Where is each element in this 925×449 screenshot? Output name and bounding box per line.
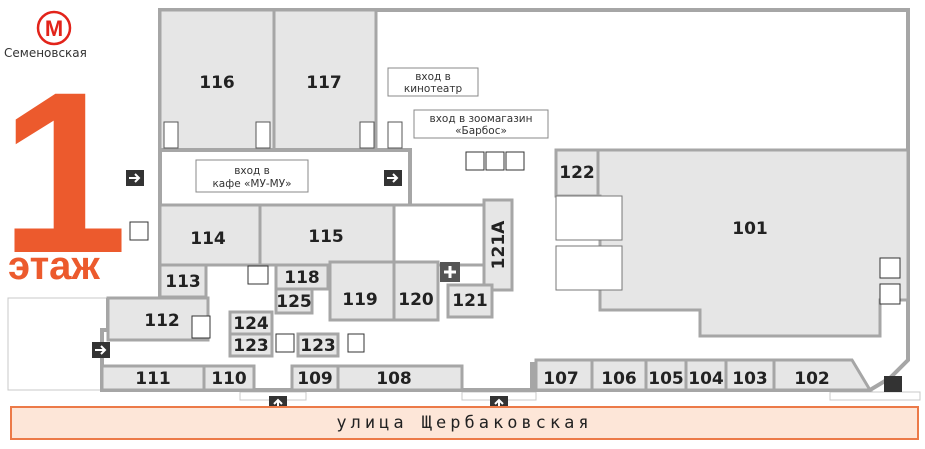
svg-text:«Барбос»: «Барбос» [455,125,507,137]
unit-123-left[interactable] [228,332,274,358]
unit-118[interactable] [274,263,330,291]
first-aid-icon [440,262,460,282]
unit-label-114: 114 [190,229,226,249]
unit-label-117: 117 [306,73,342,93]
unit-112[interactable] [106,296,210,342]
unit-label-109: 109 [297,369,333,389]
unit-110[interactable] [202,364,256,392]
unit-111[interactable] [100,364,206,392]
unit-label-103: 103 [732,369,768,389]
unit-label-113: 113 [165,272,201,292]
cinema-entrance-label: вход в кинотеатр [387,67,479,97]
unit-label-118: 118 [284,268,320,288]
unit-115[interactable] [258,203,396,267]
svg-text:вход в: вход в [415,71,451,83]
wc-icon [465,151,525,171]
cafe-entrance-label: вход в кафе «МУ-МУ» [195,159,309,193]
svg-text:вход в: вход в [234,165,270,177]
floor-number: 1 [0,44,128,301]
svg-text:кинотеатр: кинотеатр [404,83,463,95]
escalator-icon [555,195,623,291]
unit-108[interactable] [336,364,464,392]
unit-102[interactable] [772,358,873,392]
unit-label-120: 120 [398,290,434,310]
unit-label-104: 104 [688,369,724,389]
unit-label-123-right: 123 [300,336,336,356]
unit-123-right[interactable] [296,332,340,358]
porch-right [829,391,921,401]
unit-label-121: 121 [452,291,488,311]
unit-label-123-left: 123 [233,336,269,356]
unit-119[interactable] [328,260,396,322]
unit-109[interactable] [290,364,340,392]
unit-label-108: 108 [376,369,412,389]
unit-label-116: 116 [199,73,235,93]
unit-label-107: 107 [543,369,579,389]
fire-exit-icon [879,257,901,305]
unit-117[interactable] [272,8,378,152]
unit-label-110: 110 [211,369,247,389]
wheelchair-icon [129,221,149,241]
unit-122[interactable] [554,148,600,198]
unit-103[interactable] [724,358,776,392]
unit-label-105: 105 [648,369,684,389]
unit-120[interactable] [392,260,440,322]
unit-label-101: 101 [732,219,768,239]
unit-101[interactable] [554,148,910,338]
stairs-icon [163,121,403,149]
floor-word: этаж [8,244,100,288]
street-name: улица Щербаковская [10,406,919,440]
unit-label-124: 124 [233,314,269,334]
metro-station-name: Семеновская [4,46,87,60]
atm-icon [191,265,365,353]
corridor-wall [160,148,412,205]
metro-icon: М [36,10,72,46]
unit-115-annex [392,203,486,267]
unit-label-121A: 121А [489,220,509,269]
unit-label-112: 112 [144,311,180,331]
unit-label-122: 122 [559,163,595,183]
unit-121[interactable] [446,283,494,319]
petshop-entrance-label: вход в зоомагазин «Барбос» [413,109,549,139]
unit-125[interactable] [274,287,314,315]
unit-113[interactable] [158,263,208,299]
unit-label-119: 119 [342,290,378,310]
metro-logo: М [36,10,72,46]
unit-label-115: 115 [308,227,344,247]
svg-text:вход в зоомагазин: вход в зоомагазин [430,113,533,125]
unit-label-111: 111 [135,369,171,389]
unit-label-106: 106 [601,369,637,389]
svg-text:кафе «МУ-МУ»: кафе «МУ-МУ» [212,178,291,190]
svg-text:М: М [45,16,63,41]
unit-label-102: 102 [794,369,830,389]
unit-label-125: 125 [276,292,312,312]
unit-105[interactable] [644,358,688,392]
unit-121A[interactable] [482,198,514,292]
